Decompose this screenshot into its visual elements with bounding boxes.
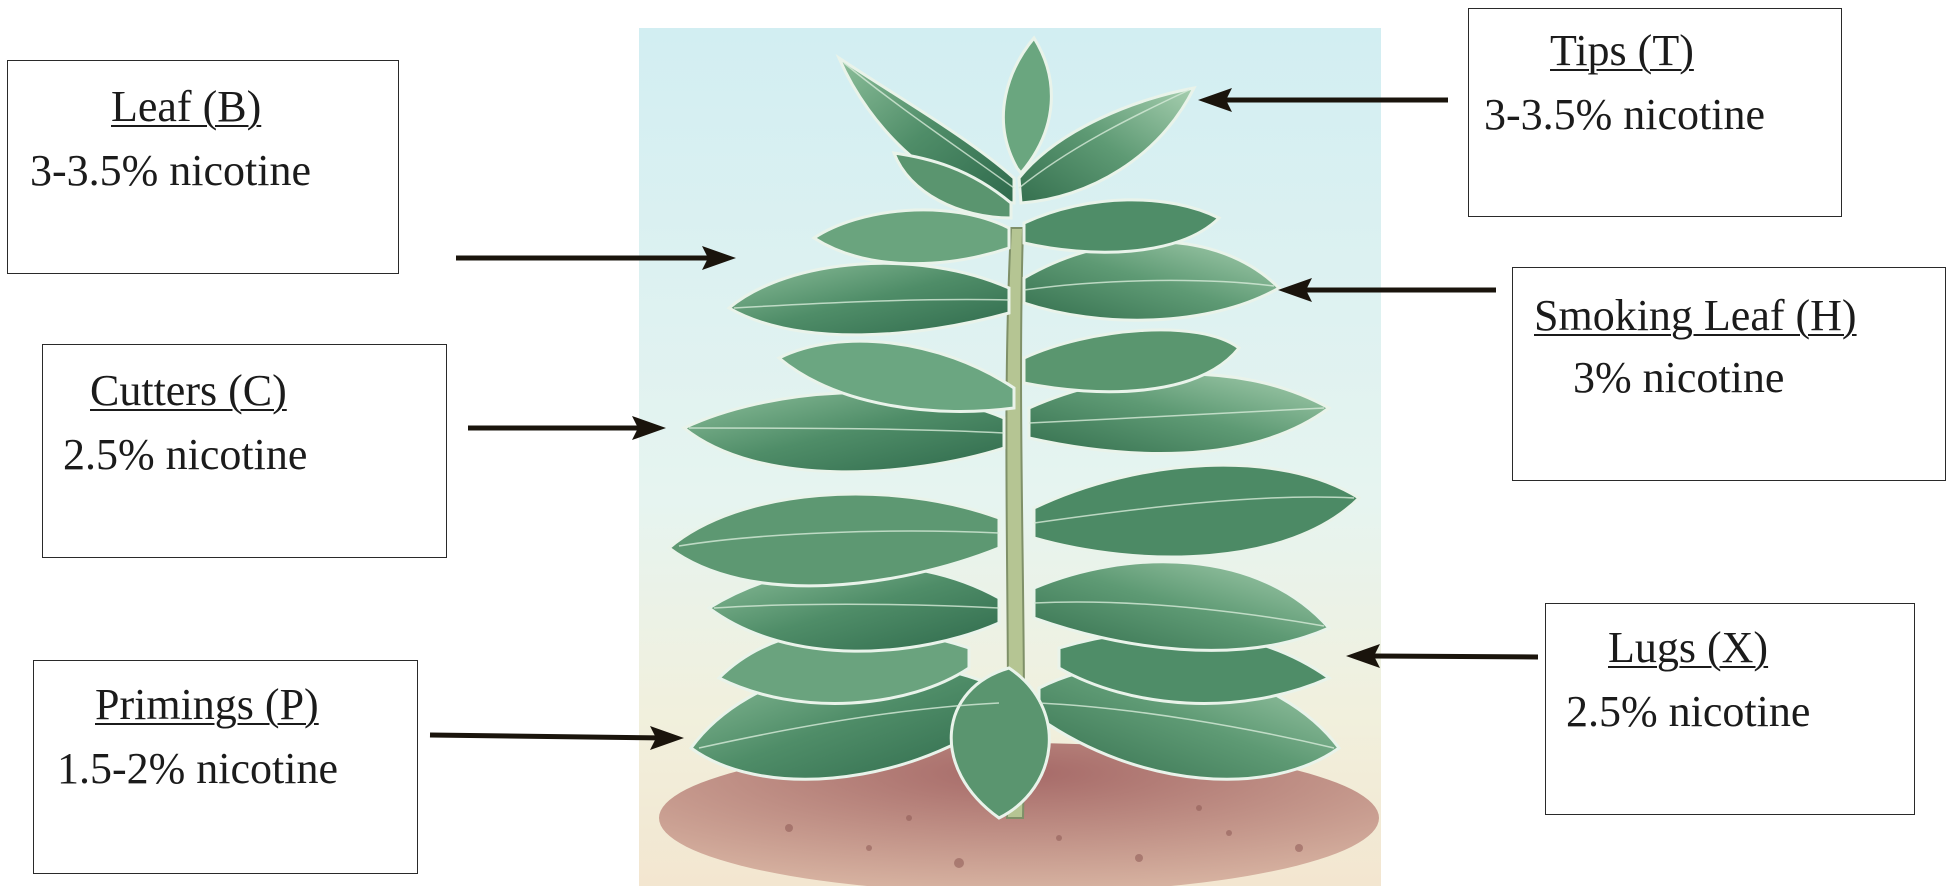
label-value-smoking-leaf: 3% nicotine [1573,356,1952,400]
arrow-primings [430,735,668,738]
label-box-primings: Primings (P) 1.5-2% nicotine [33,660,418,874]
label-box-tips: Tips (T) 3-3.5% nicotine [1468,8,1842,217]
label-value-primings: 1.5-2% nicotine [57,747,440,791]
label-value-lugs: 2.5% nicotine [1566,690,1934,734]
arrow-lugs [1370,656,1538,657]
label-title-tips: Tips (T) [1550,29,1922,73]
label-value-cutters: 2.5% nicotine [63,433,466,477]
label-title-cutters: Cutters (C) [90,369,493,413]
tobacco-plant-illustration [639,28,1381,886]
label-box-smoking-leaf: Smoking Leaf (H) 3% nicotine [1512,267,1946,481]
label-title-smoking-leaf: Smoking Leaf (H) [1534,294,1952,338]
label-title-leaf: Leaf (B) [111,85,501,129]
label-box-lugs: Lugs (X) 2.5% nicotine [1545,603,1915,815]
label-box-leaf: Leaf (B) 3-3.5% nicotine [7,60,399,274]
label-value-tips: 3-3.5% nicotine [1484,93,1856,137]
label-title-lugs: Lugs (X) [1608,626,1952,670]
label-box-cutters: Cutters (C) 2.5% nicotine [42,344,447,558]
label-title-primings: Primings (P) [95,683,478,727]
label-value-leaf: 3-3.5% nicotine [30,149,420,193]
